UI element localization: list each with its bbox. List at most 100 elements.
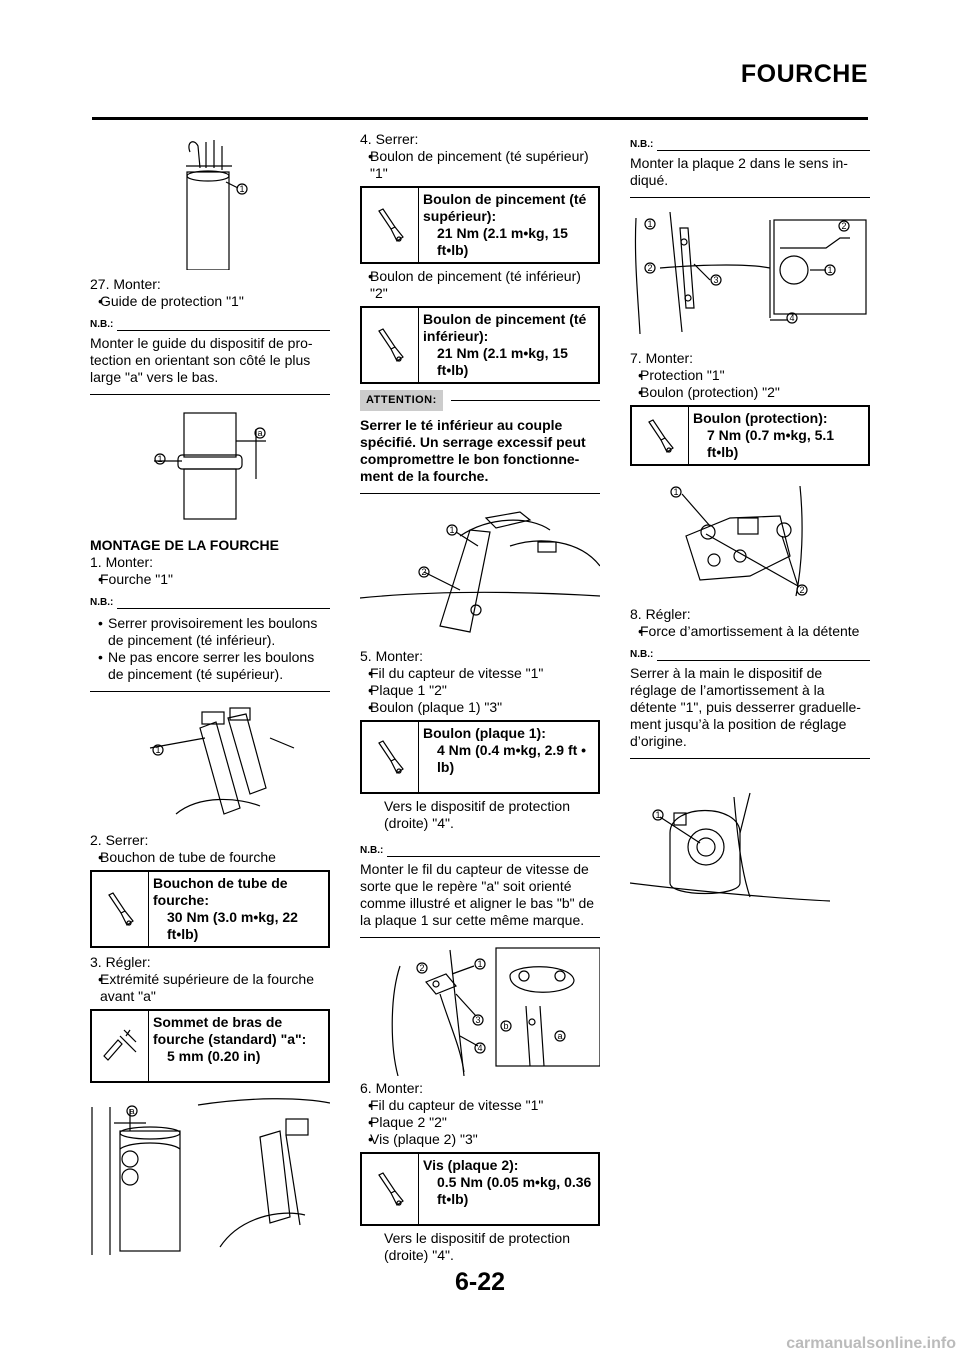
fig-label: 3 — [476, 1015, 481, 1025]
nb-note-5: N.B.: Serrer à la main le dispositif de … — [630, 646, 870, 759]
figure-rebound-adjuster: 1 — [630, 792, 831, 902]
spec-box-plate2-screw: Vis (plaque 2):0.5 Nm (0.05 m•kg, 0.36 f… — [360, 1152, 600, 1226]
bullet: Fourche "1" — [90, 571, 330, 588]
nb-text: Monter le fil du capteur de vitesse de s… — [360, 861, 600, 938]
page-title: FOURCHE — [740, 60, 868, 88]
bullet: Extrémité supérieure de la fourche avant… — [90, 971, 330, 1005]
spec-box-upper-clamp: Boulon de pincement (té supérieur):21 Nm… — [360, 186, 600, 264]
bullet: Ne pas encore serrer les boulons de pinc… — [90, 649, 330, 683]
nb-label: N.B.: — [360, 845, 384, 856]
page-number: 6-22 — [454, 1268, 506, 1296]
fig-label: 4 — [478, 1043, 483, 1053]
nb-note-2: N.B.: Serrer provisoirement les boulons … — [90, 594, 330, 692]
spec-value: 4 Nm (0.4 m•kg, 2.9 ft • lb) — [437, 742, 587, 775]
section-heading: MONTAGE DE LA FOURCHE — [90, 537, 279, 553]
fig-label: 3 — [714, 275, 719, 285]
spec-title: Boulon de pincement (té inférieur): — [423, 311, 587, 344]
spec-box-plate1-bolt: Boulon (plaque 1):4 Nm (0.4 m•kg, 2.9 ft… — [360, 720, 600, 794]
spec-title: Boulon de pincement (té supérieur): — [423, 191, 587, 224]
nb-label: N.B.: — [90, 319, 114, 330]
figure-fork-install: 1 — [149, 707, 295, 815]
step-2: 2. Serrer: — [90, 832, 149, 848]
fig-label: a — [558, 1031, 563, 1041]
bullet: Force d’amortissement à la détente — [630, 623, 870, 640]
nb-note-3: N.B.: Monter le fil du capteur de vitess… — [360, 842, 600, 938]
torque-wrench-icon — [378, 1172, 404, 1206]
figure-protection-guide: 1 — [186, 140, 248, 270]
nb-label: N.B.: — [630, 649, 654, 660]
spec-value: 30 Nm (3.0 m•kg, 22 ft•lb) — [167, 909, 298, 942]
nb-note-1: N.B.: Monter le guide du dispositif de p… — [90, 316, 330, 395]
step-6-note: Vers le dispositif de protection (droite… — [384, 1230, 570, 1263]
bullet: Guide de protection "1" — [90, 293, 330, 310]
fig-label: 1 — [478, 959, 483, 969]
fig-label: 1 — [656, 810, 661, 820]
column-2: 4. Serrer: Boulon de pincement (té supér… — [360, 131, 600, 1264]
measurement-icon — [103, 1029, 137, 1061]
bullet: Serrer provisoirement les boulons de pin… — [90, 615, 330, 649]
bullet: Boulon de pincement (té supérieur) "1" — [360, 148, 600, 182]
bullet: Fil du capteur de vitesse "1" — [360, 1097, 600, 1114]
step-1: 1. Monter: — [90, 554, 154, 570]
fig-label: 1 — [158, 454, 163, 464]
fig-label: 1 — [648, 219, 653, 229]
nb-text: Monter le guide du dispositif de pro-tec… — [90, 335, 330, 395]
fig-label: b — [504, 1021, 509, 1031]
spec-value: 5 mm (0.20 in) — [167, 1048, 261, 1064]
spec-box-fork-cap: Bouchon de tube de fourche:30 Nm (3.0 m•… — [90, 870, 330, 948]
footer-watermark: carmanualsonline.info — [786, 1335, 956, 1352]
torque-wrench-icon — [108, 892, 134, 926]
fig-label: 4 — [790, 313, 795, 323]
nb-text: Monter la plaque 2 dans le sens in-diqué… — [630, 155, 870, 198]
torque-wrench-icon — [378, 208, 404, 242]
attention-badge: ATTENTION: — [360, 390, 443, 411]
fig-label: a — [130, 1106, 135, 1116]
fig-label: 1 — [450, 525, 455, 535]
spec-title: Boulon (protection): — [693, 410, 828, 426]
bullet: Bouchon de tube de fourche — [90, 849, 330, 866]
spec-box-lower-clamp: Boulon de pincement (té inférieur):21 Nm… — [360, 306, 600, 384]
bullet: Plaque 1 "2" — [360, 682, 600, 699]
figure-speed-sensor-plate1: 2 1 3 4 b a — [391, 947, 600, 1076]
torque-wrench-icon — [378, 328, 404, 362]
spec-value: 0.5 Nm (0.05 m•kg, 0.36 ft•lb) — [437, 1174, 592, 1207]
step-5-note: Vers le dispositif de protection (droite… — [384, 798, 570, 831]
bullet: Plaque 2 "2" — [360, 1114, 600, 1131]
spec-box-protection-bolt: Boulon (protection):7 Nm (0.7 m•kg, 5.1 … — [630, 405, 870, 466]
figure-clamp-bolts: 1 2 — [360, 511, 600, 633]
nb-label: N.B.: — [630, 139, 654, 150]
figure-guide-orientation: 1 a — [154, 412, 266, 520]
nb-note-4: N.B.: Monter la plaque 2 dans le sens in… — [630, 136, 870, 198]
bullet: Protection "1" — [630, 367, 870, 384]
step-3: 3. Régler: — [90, 954, 151, 970]
figure-plate2-direction: 1 2 3 4 2 1 — [634, 211, 867, 334]
fig-label: 1 — [240, 184, 245, 194]
fig-label: 2 — [420, 963, 425, 973]
spec-title: Boulon (plaque 1): — [423, 725, 546, 741]
torque-wrench-icon — [378, 740, 404, 774]
bullet: Fil du capteur de vitesse "1" — [360, 665, 600, 682]
step-6: 6. Monter: — [360, 1080, 424, 1096]
spec-value: 21 Nm (2.1 m•kg, 15 ft•lb) — [437, 345, 568, 378]
fig-label: a — [258, 428, 263, 438]
step-5: 5. Monter: — [360, 648, 424, 664]
attention-header: ATTENTION: — [360, 390, 600, 411]
step-7: 7. Monter: — [630, 350, 694, 366]
figure-fork-height: a — [91, 1098, 330, 1255]
column-3: N.B.: Monter la plaque 2 dans le sens in… — [630, 136, 870, 903]
bullet: Boulon de pincement (té inférieur) "2" — [360, 268, 600, 302]
figure-protection-install: 1 2 — [670, 485, 808, 597]
fig-label: 1 — [156, 745, 161, 755]
header-rule — [92, 117, 868, 120]
fig-label: 2 — [842, 221, 847, 231]
attention-text: Serrer le té inférieur au couple spécifi… — [360, 417, 600, 494]
nb-text: Serrer à la main le dispositif de réglag… — [630, 665, 870, 759]
bullet: Vis (plaque 2) "3" — [360, 1131, 600, 1148]
nb-label: N.B.: — [90, 597, 114, 608]
fig-label: 2 — [648, 263, 653, 273]
spec-value: 21 Nm (2.1 m•kg, 15 ft•lb) — [437, 225, 568, 258]
fig-label: 2 — [422, 567, 427, 577]
spec-value: 7 Nm (0.7 m•kg, 5.1 ft•lb) — [707, 427, 835, 460]
spec-box-fork-top: Sommet de bras de fourche (standard) "a"… — [90, 1009, 330, 1083]
bullet: Boulon (plaque 1) "3" — [360, 699, 600, 716]
